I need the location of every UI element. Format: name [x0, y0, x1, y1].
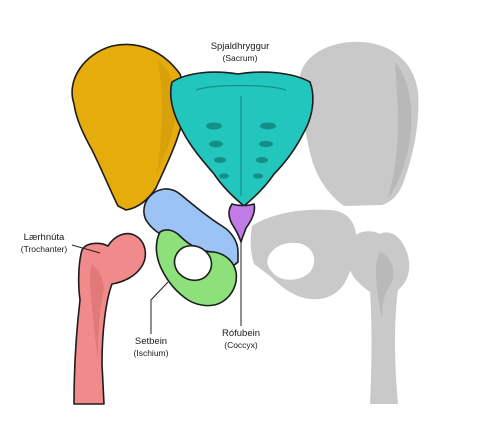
sacral-foramen — [214, 157, 226, 163]
coccyx-label: Rófubein (Coccyx) — [222, 328, 260, 350]
trochanter-label-latin: (Trochanter) — [21, 244, 68, 254]
obturator-foramen — [173, 244, 213, 282]
sacral-top-rim — [195, 84, 287, 91]
right-femur-shade — [376, 252, 394, 320]
trochanter-label-name: Lærhnúta — [24, 232, 65, 243]
ischium-leader-line — [150, 281, 169, 334]
right-femur — [346, 231, 410, 404]
right-obturator-foramen — [267, 242, 315, 280]
trochanter-leader-line — [71, 244, 101, 254]
sacrum-label-name: Spjaldhryggur — [211, 41, 270, 52]
sacral-foramen — [206, 122, 222, 130]
right-ilium-shade — [388, 62, 412, 198]
sacral-foramen — [256, 157, 268, 163]
sacral-foramen — [219, 173, 229, 179]
sacrum-label-latin: (Sacrum) — [223, 53, 258, 63]
sacrum-label: Spjaldhryggur (Sacrum) — [211, 41, 270, 63]
sacral-foramen — [209, 140, 223, 148]
right-ilium — [300, 41, 419, 206]
coccyx — [228, 203, 256, 243]
ischium-label-latin: (Ischium) — [134, 348, 169, 358]
right-hip-greyed — [250, 41, 419, 404]
coccyx-label-name: Rófubein — [222, 328, 260, 339]
femur-shade — [90, 264, 104, 360]
coccyx-label-latin: (Coccyx) — [224, 340, 258, 350]
ilium — [71, 43, 186, 211]
sacral-foramen — [260, 122, 276, 130]
trochanter-label: Lærhnúta (Trochanter) — [21, 232, 68, 254]
ischium-label: Setbein (Ischium) — [134, 336, 169, 358]
femur — [73, 232, 147, 405]
ischium-label-name: Setbein — [135, 336, 167, 347]
sacrum — [169, 71, 314, 207]
sacral-foramen — [253, 173, 263, 179]
sacral-foramen — [259, 140, 273, 148]
sacrum-group — [169, 71, 314, 207]
